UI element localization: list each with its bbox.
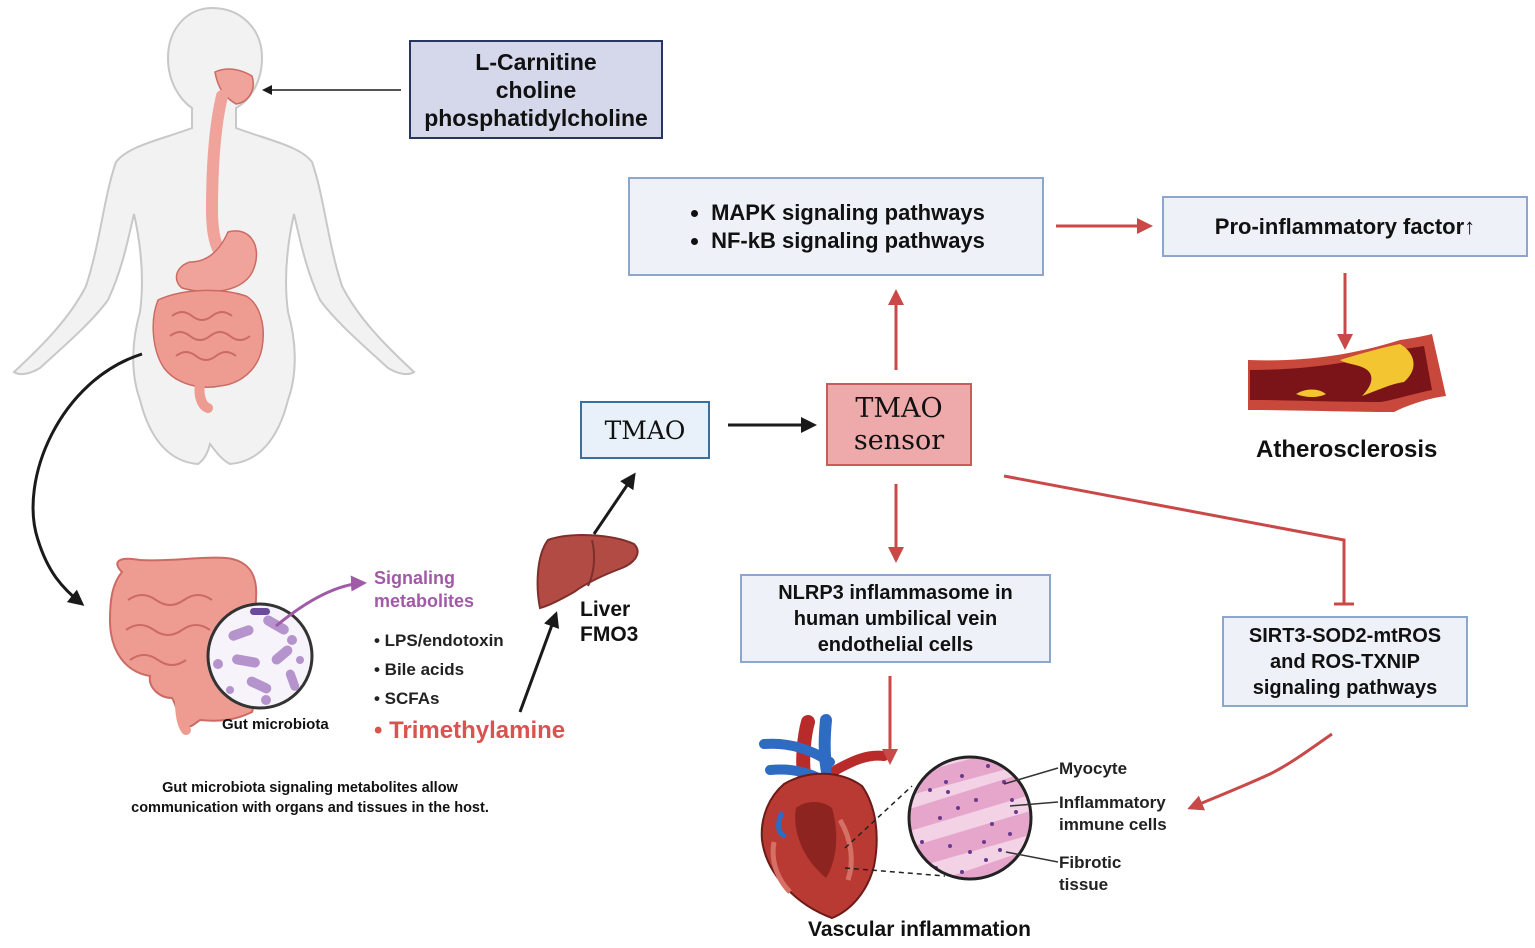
caption-line-2: communication with organs and tissues in… — [131, 800, 489, 816]
tissue-histology-icon — [907, 755, 1033, 881]
myocyte-line-1: Myocyte — [1059, 759, 1128, 778]
metabolite-item-trimethylamine: • Trimethylamine — [374, 717, 566, 744]
proinflammatory-factor-box: Pro-inflammatory factor↑ — [1162, 196, 1528, 257]
inhibition-line-sensor-to-sirt3 — [1003, 474, 1346, 604]
signaling-pathways-box: MAPK signaling pathways NF-kB signaling … — [628, 177, 1044, 276]
human-body-icon — [12, 6, 416, 466]
gut-microbiota-label: Gut microbiota — [222, 716, 329, 733]
metabolite-item-scfas: • SCFAs — [374, 689, 440, 708]
arrow-tma-to-liver — [518, 611, 560, 713]
fibrotic-line-2: tissue — [1059, 875, 1109, 894]
tissue-label-immune-cells: Inflammatory immune cells — [1059, 792, 1167, 836]
nlrp3-inflammasome-box: NLRP3 inflammasome in human umbilical ve… — [740, 574, 1051, 663]
proinflammatory-label: Pro-inflammatory factor↑ — [1214, 213, 1476, 239]
immune-line-1: Inflammatory — [1059, 793, 1166, 812]
tmao-sensor-line-1: TMAO — [855, 392, 943, 424]
figure-caption: Gut microbiota signaling metabolites all… — [95, 778, 525, 818]
pointer-myocyte — [1003, 767, 1059, 785]
pathway-item-nfkb: NF-kB signaling pathways — [711, 227, 985, 255]
signaling-line-1: Signaling — [374, 568, 455, 588]
nlrp3-line-3: endothelial cells — [817, 633, 974, 656]
diet-line-2: choline — [495, 76, 577, 103]
pathway-item-mapk: MAPK signaling pathways — [711, 199, 985, 227]
zoom-line-bottom — [844, 867, 946, 877]
microbiota-circle-icon — [206, 602, 314, 710]
sirt3-line-3: signaling pathways — [1252, 676, 1438, 699]
tissue-label-myocyte: Myocyte — [1059, 758, 1127, 780]
immune-line-2: immune cells — [1059, 815, 1167, 834]
arrow-microbiota-to-metabolites — [275, 575, 367, 628]
pathway-list: MAPK signaling pathways NF-kB signaling … — [687, 199, 985, 255]
diet-line-1: L-Carnitine — [475, 48, 597, 75]
diet-line-3: phosphatidylcholine — [424, 104, 648, 131]
sirt3-line-2: and ROS-TXNIP — [1269, 650, 1420, 673]
arrow-liver-to-tmao — [592, 472, 636, 535]
tissue-label-fibrotic: Fibrotic tissue — [1059, 852, 1121, 896]
pointer-immune — [1009, 801, 1059, 807]
diet-precursors-box: L-Carnitine choline phosphatidylcholine — [409, 40, 663, 139]
pointer-fibrotic — [1005, 851, 1059, 863]
liver-line-2: FMO3 — [580, 623, 639, 646]
nlrp3-line-2: human umbilical vein — [793, 607, 998, 630]
metabolite-item-lps: • LPS/endotoxin — [374, 631, 504, 650]
heart-icon — [759, 714, 889, 920]
signaling-line-2: metabolites — [374, 591, 475, 611]
nlrp3-line-1: NLRP3 inflammasome in — [778, 581, 1013, 604]
artery-plaque-icon — [1248, 334, 1446, 412]
liver-label: Liver FMO3 — [580, 597, 638, 647]
tmao-label: TMAO — [604, 415, 686, 445]
arrow-sirt3-to-tissue — [1187, 732, 1333, 811]
arrow-body-to-gut — [31, 352, 143, 606]
tmao-box: TMAO — [580, 401, 710, 459]
atherosclerosis-label: Atherosclerosis — [1256, 436, 1438, 463]
signaling-metabolites-label: Signaling metabolites — [374, 567, 474, 613]
tmao-sensor-box: TMAO sensor — [826, 383, 972, 466]
sirt3-pathways-box: SIRT3-SOD2-mtROS and ROS-TXNIP signaling… — [1222, 616, 1468, 707]
tmao-sensor-line-2: sensor — [853, 424, 945, 456]
caption-line-1: Gut microbiota signaling metabolites all… — [162, 780, 458, 796]
liver-line-1: Liver — [580, 598, 631, 621]
liver-icon — [536, 534, 639, 610]
zoom-line-top — [844, 785, 913, 849]
fibrotic-line-1: Fibrotic — [1059, 853, 1122, 872]
metabolite-item-bile-acids: • Bile acids — [374, 660, 465, 679]
vascular-inflammation-label: Vascular inflammation — [808, 918, 1031, 941]
sirt3-line-1: SIRT3-SOD2-mtROS — [1248, 624, 1442, 647]
